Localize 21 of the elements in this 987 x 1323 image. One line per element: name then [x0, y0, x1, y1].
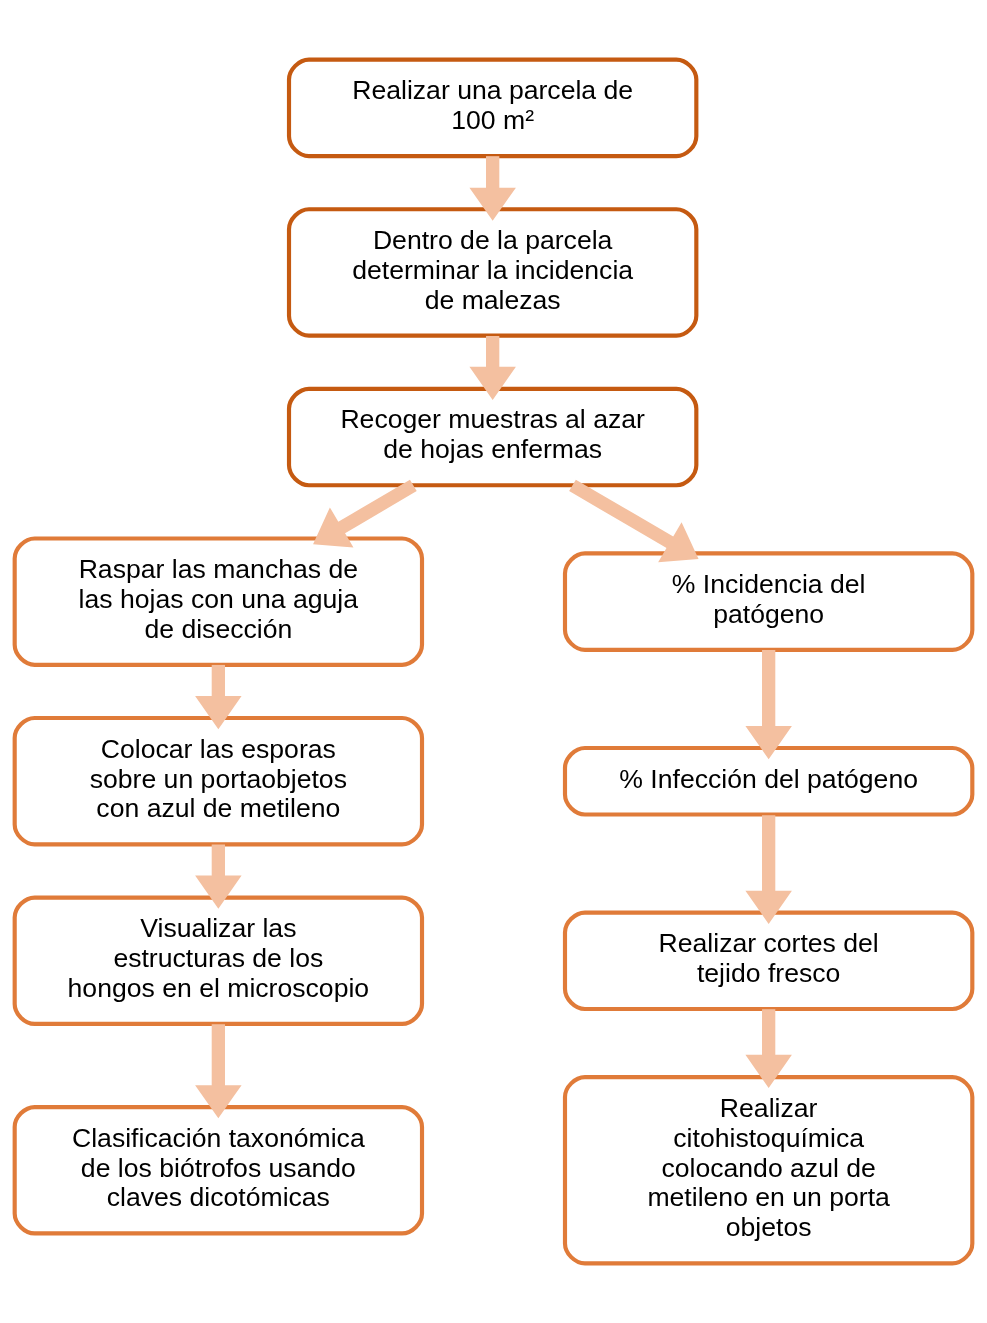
arrow: [195, 844, 242, 909]
arrow: [469, 336, 516, 401]
node-box: Recoger muestras al azar de hojas enfermas: [286, 386, 699, 488]
arrow: [745, 815, 792, 924]
arrow: [195, 664, 242, 730]
arrow: [195, 1024, 242, 1119]
node-box: % Incidencia del patógeno: [562, 551, 975, 652]
node-box: Dentro de la parcela determinar la incidencia de malezas: [286, 207, 699, 338]
arrow: [313, 479, 417, 548]
node-box: Colocar las esporas sobre un portaobjetos con azul de metileno: [12, 715, 425, 847]
arrow: [745, 1009, 792, 1089]
arrow: [745, 650, 792, 760]
node-box: Realizar una parcela de 100 m²: [286, 57, 699, 159]
arrow: [469, 156, 516, 221]
node-box: Realizar cortes del tejido fresco: [562, 910, 975, 1012]
node-box: Realizar citohistoquímica colocando azul de metileno en un porta objetos: [562, 1075, 975, 1266]
node-box: Raspar las manchas de las hojas con una aguja de disección: [12, 536, 425, 667]
arrow: [569, 479, 699, 563]
node-box: % Infección del patógeno: [562, 745, 975, 817]
node-box: Clasificación taxonómica de los biótrofos usando claves dicotómicas: [12, 1105, 425, 1236]
node-box: Visualizar las estructuras de los hongos en el microscopio: [12, 895, 425, 1026]
